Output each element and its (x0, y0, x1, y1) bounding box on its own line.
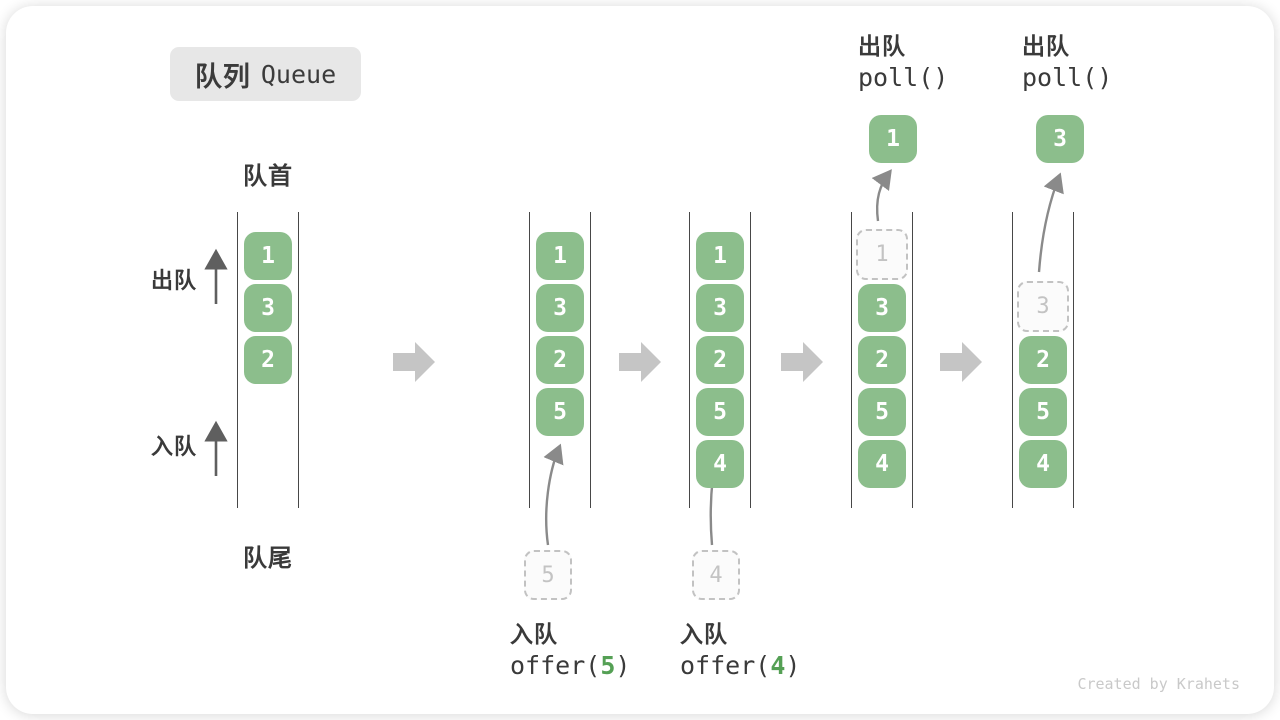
pending-item-box: 5 (524, 550, 572, 600)
queue-channel-4 (851, 212, 913, 508)
enqueue4-code: offer(4) (680, 649, 800, 683)
queue-channel-5 (1012, 212, 1074, 508)
queue-item: 4 (858, 440, 906, 488)
label-enqueue: 入队 (151, 434, 198, 459)
poll1-label-zh: 出队 (858, 33, 906, 59)
queue-item: 2 (244, 336, 292, 384)
queue-item: 5 (536, 388, 584, 436)
queue-item: 2 (696, 336, 744, 384)
label-queue-rear: 队尾 (243, 545, 293, 572)
poll2-label-zh: 出队 (1022, 33, 1070, 59)
popped-item-box: 3 (1036, 115, 1084, 163)
queue-item: 3 (696, 284, 744, 332)
code-post: ) (785, 651, 801, 680)
code-post: ) (615, 651, 631, 680)
diagram-title: 队列 Queue (170, 47, 361, 101)
poll1-op-label: 出队 poll() (858, 31, 948, 95)
queue-item: 5 (858, 388, 906, 436)
code-arg: 5 (600, 651, 616, 680)
label-queue-front: 队首 (243, 163, 293, 190)
enqueue5-label-zh: 入队 (510, 621, 558, 647)
queue-item: 5 (696, 388, 744, 436)
enqueue5-code: offer(5) (510, 649, 630, 683)
poll1-code: poll() (858, 63, 949, 92)
queue-item: 1 (696, 232, 744, 280)
watermark: Created by Krahets (1077, 675, 1240, 693)
queue-item: 5 (1019, 388, 1067, 436)
queue-item: 1 (536, 232, 584, 280)
ghost-item-box: 3 (1017, 281, 1069, 332)
code-pre: offer( (680, 651, 771, 680)
poll2-op-label: 出队 poll() (1022, 31, 1112, 95)
code-arg: 4 (770, 651, 786, 680)
diagram-card (6, 6, 1274, 714)
popped-item-box: 1 (869, 115, 917, 163)
queue-item: 2 (536, 336, 584, 384)
queue-item: 3 (858, 284, 906, 332)
queue-item: 3 (536, 284, 584, 332)
enqueue5-op-label: 入队 offer(5) (510, 619, 630, 683)
queue-item: 2 (858, 336, 906, 384)
queue-channel-3 (689, 212, 751, 508)
ghost-item-box: 1 (856, 229, 908, 280)
pending-item-box: 4 (692, 550, 740, 600)
queue-item: 1 (244, 232, 292, 280)
queue-item: 4 (696, 440, 744, 488)
title-zh: 队列 (194, 61, 251, 92)
queue-channel-2 (529, 212, 591, 508)
code-pre: offer( (510, 651, 601, 680)
queue-item: 2 (1019, 336, 1067, 384)
queue-item: 3 (244, 284, 292, 332)
queue-item: 4 (1019, 440, 1067, 488)
poll2-code: poll() (1022, 63, 1113, 92)
title-en: Queue (260, 59, 337, 89)
enqueue4-op-label: 入队 offer(4) (680, 619, 800, 683)
label-dequeue: 出队 (151, 268, 198, 293)
queue-channel-1 (237, 212, 299, 508)
enqueue4-label-zh: 入队 (680, 621, 728, 647)
